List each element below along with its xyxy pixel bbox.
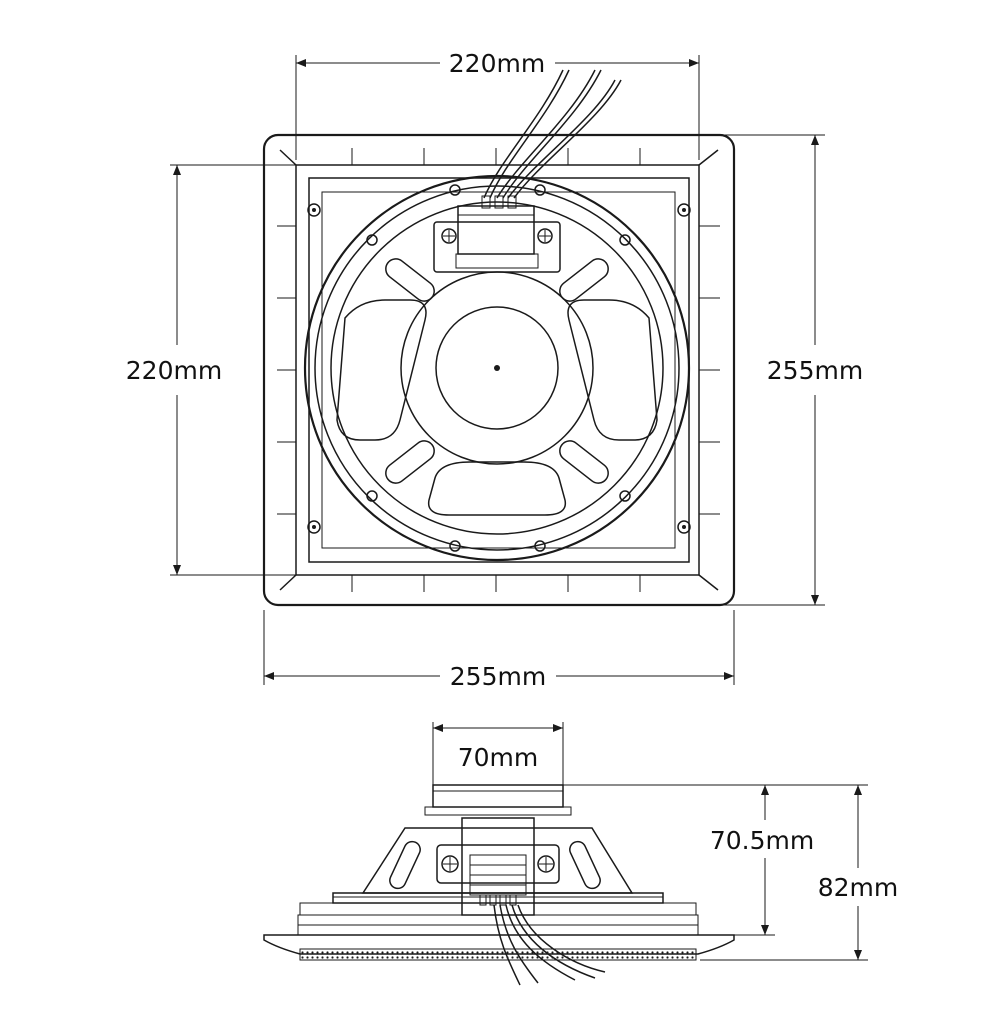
dimension-top-width: 220mm [295, 49, 700, 160]
bezel-corner-lines [279, 149, 719, 591]
screw-icon [537, 228, 553, 244]
terminal-block [433, 195, 561, 273]
dimension-label: 70.5mm [710, 826, 814, 855]
side-view [263, 784, 735, 986]
screw-icon [307, 203, 321, 217]
dimension-magnet-width: 70mm [432, 722, 564, 785]
driver-basket-rim-inner [314, 185, 680, 551]
magnet-side [432, 784, 564, 808]
outer-bezel [262, 133, 736, 607]
screw-icon [441, 855, 459, 873]
driver-basket-inner [330, 201, 664, 535]
dimension-label: 255mm [450, 662, 546, 691]
bezel-tick-marks [277, 148, 720, 592]
magnet-inner [435, 306, 559, 430]
top-view [262, 69, 736, 607]
screw-icon [441, 228, 457, 244]
screw-icon [307, 520, 321, 534]
dimension-label: 220mm [126, 356, 222, 385]
terminal-block-side [436, 817, 560, 916]
dimension-label: 255mm [767, 356, 863, 385]
dimension-left-height: 220mm [126, 164, 310, 576]
bezel-side [263, 934, 735, 955]
dimension-label: 82mm [818, 873, 899, 902]
speaker-wires [483, 69, 622, 199]
dimension-label: 70mm [458, 743, 539, 772]
basket-side-windows [389, 840, 601, 890]
screw-icon [677, 520, 691, 534]
speaker-wires-side [493, 904, 606, 986]
dimension-total-depth: 82mm [700, 785, 899, 961]
grille [299, 948, 697, 961]
dimension-label: 220mm [449, 49, 545, 78]
screw-icon [677, 203, 691, 217]
magnet-center-dot [494, 365, 500, 371]
mounting-frame-inner [321, 191, 676, 549]
dimension-right-height: 255mm [720, 134, 863, 606]
screw-icon [537, 855, 555, 873]
dimension-bottom-width: 255mm [263, 610, 735, 691]
basket-windows [336, 299, 658, 516]
basket-holes [366, 184, 631, 552]
driver-basket-rim [303, 174, 691, 562]
dimension-body-depth: 70.5mm [563, 784, 868, 936]
frame-screws [307, 203, 691, 534]
